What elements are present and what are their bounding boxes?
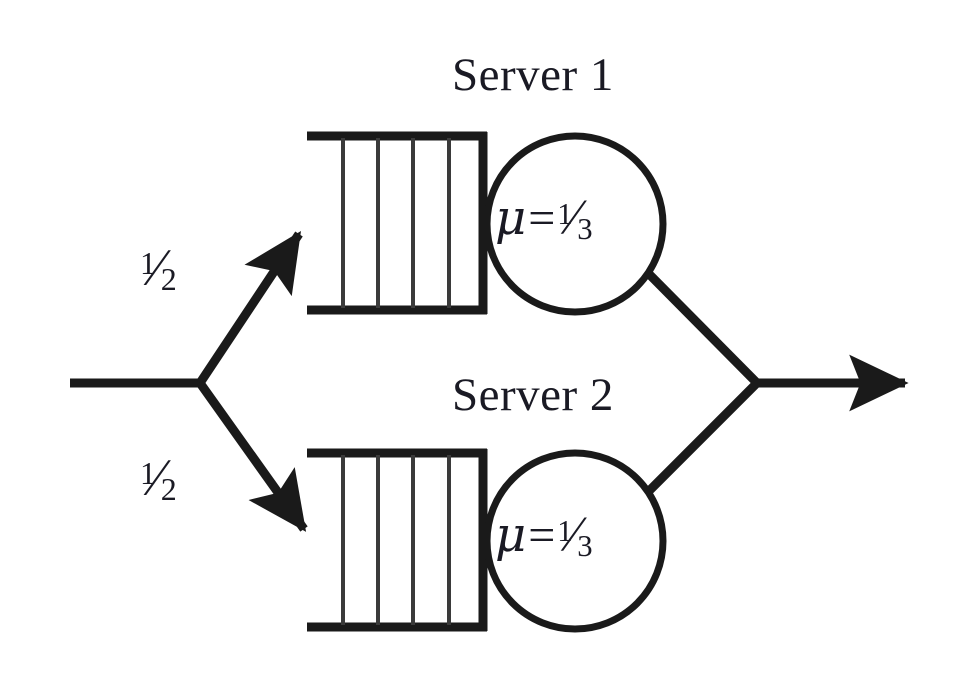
branch-arrow-server2: [196, 380, 308, 532]
fraction-denominator: 3: [577, 528, 593, 563]
fraction-solidus: ⁄: [569, 506, 579, 562]
fraction-denominator: 2: [160, 261, 177, 298]
server1-rate-label: μ=1⁄3: [495, 188, 594, 246]
mu-symbol: μ: [495, 507, 527, 563]
server1-title: Server 1: [452, 49, 614, 101]
fraction-solidus: ⁄: [569, 189, 579, 245]
fraction-one-half: 1⁄2: [140, 238, 179, 298]
fraction-numerator: 1: [140, 245, 156, 282]
fraction-numerator: 1: [557, 513, 573, 548]
queue-box-server1: [307, 131, 488, 315]
fraction-one-third: 1⁄3: [557, 505, 594, 563]
server1-circle: [483, 132, 667, 316]
server2-rate-label: μ=1⁄3: [495, 505, 594, 563]
split-probability-upper: 1⁄2: [140, 238, 179, 298]
fraction-one-half: 1⁄2: [140, 448, 179, 508]
branch-arrow-server1: [196, 231, 303, 386]
fraction-denominator: 2: [160, 471, 177, 508]
mu-symbol: μ: [495, 190, 527, 246]
fraction-denominator: 3: [577, 211, 593, 246]
fraction-one-third: 1⁄3: [557, 188, 594, 246]
equals-sign: =: [528, 509, 556, 562]
fraction-numerator: 1: [557, 196, 573, 231]
server2-title: Server 2: [452, 369, 614, 421]
split-probability-lower: 1⁄2: [140, 448, 179, 508]
fraction-solidus: ⁄: [152, 239, 162, 297]
equals-sign: =: [528, 192, 556, 245]
fraction-numerator: 1: [140, 455, 156, 492]
server2-circle: [483, 449, 667, 633]
fraction-solidus: ⁄: [152, 449, 162, 507]
merge-line-server2: [644, 379, 761, 496]
merge-line-server1: [644, 269, 761, 387]
queue-box-server2: [307, 448, 488, 632]
